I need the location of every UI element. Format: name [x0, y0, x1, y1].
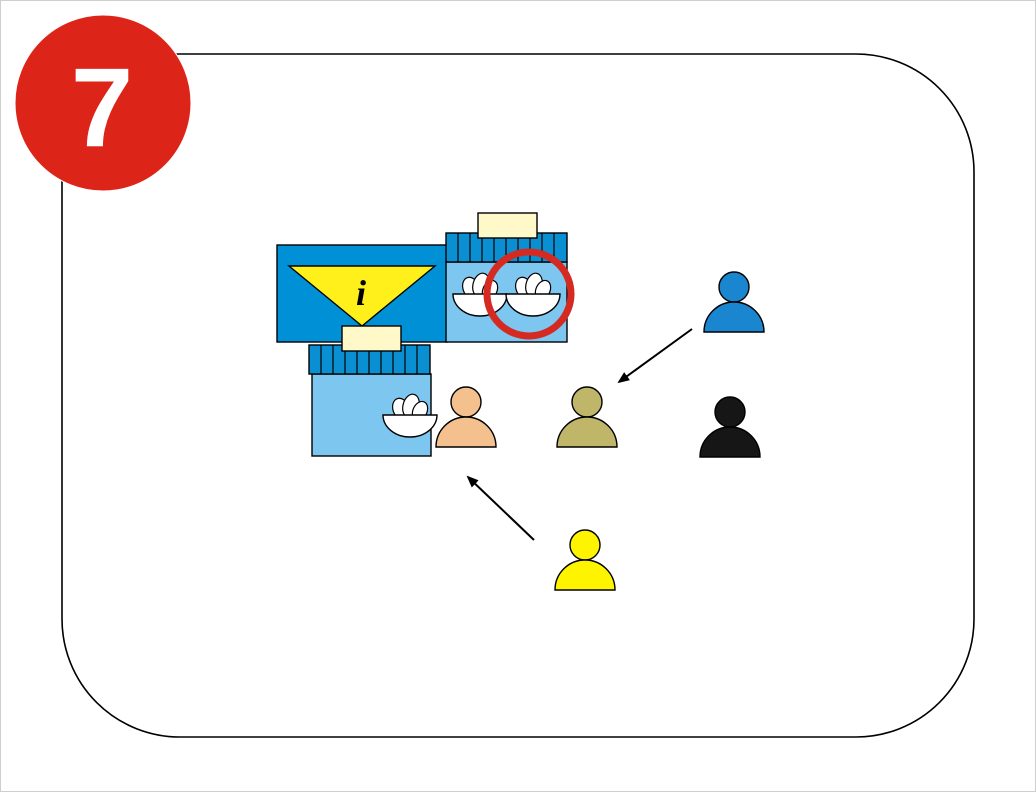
highlight-circle [483, 248, 575, 340]
arrow-icon [466, 475, 535, 541]
frame [61, 53, 975, 738]
stall-top-sign [477, 212, 538, 239]
step-badge: 7 [14, 14, 192, 192]
stall-bottom-sign [341, 325, 402, 352]
stall-top [445, 212, 568, 343]
arrow-icon [617, 328, 693, 384]
stall-bottom [308, 325, 438, 457]
step-number: 7 [71, 45, 133, 170]
info-icon [287, 265, 437, 327]
step-badge-circle [14, 14, 192, 192]
info-symbol: i [356, 273, 366, 313]
